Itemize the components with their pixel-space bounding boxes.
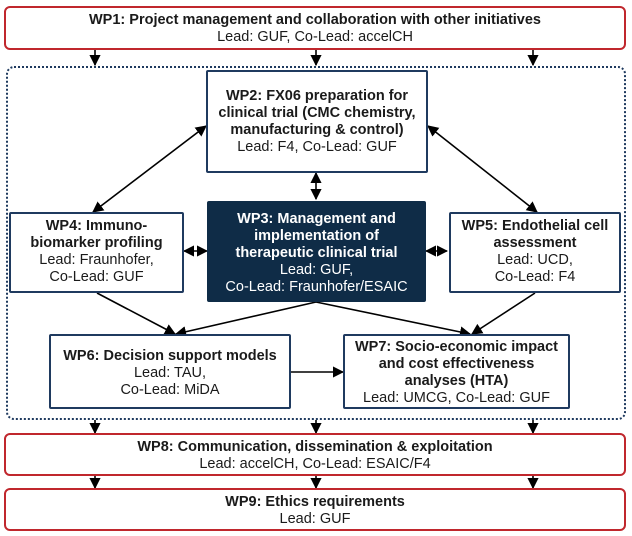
wp8-box: WP8: Communication, dissemination & expl…	[4, 433, 626, 476]
arrow-wp3-wp7	[315, 301, 472, 338]
wp6-box: WP6: Decision support models Lead: TAU, …	[49, 334, 291, 409]
core-work-packages-frame	[6, 66, 626, 420]
wp8-lead: Lead: accelCH, Co-Lead: ESAIC/F4	[199, 456, 431, 472]
wp2-title-line1: WP2: FX06 preparation for	[225, 88, 409, 104]
wp2-box: WP2: FX06 preparation for clinical trial…	[206, 70, 428, 173]
wp2-lead: Lead: F4, Co-Lead: GUF	[237, 139, 397, 155]
wp5-box: WP5: Endothelial cell assessment Lead: U…	[449, 212, 621, 293]
wp3-colead: Co-Lead: Fraunhofer/ESAIC	[225, 279, 408, 295]
wp7-title-line2: and cost effectiveness	[378, 356, 535, 372]
wp4-box: WP4: Immuno- biomarker profiling Lead: F…	[9, 212, 184, 293]
wp2-title-line2: clinical trial (CMC chemistry,	[218, 105, 416, 121]
wp4-lead: Lead: Fraunhofer,	[39, 252, 154, 268]
wp1-box: WP1: Project management and collaboratio…	[4, 6, 626, 50]
wp3-lead: Lead: GUF,	[279, 262, 354, 278]
wp7-lead: Lead: UMCG, Co-Lead: GUF	[363, 390, 550, 406]
wp3-title-line2: implementation of	[254, 228, 379, 244]
wp5-title-line2: assessment	[493, 235, 577, 251]
wp9-lead: Lead: GUF	[279, 511, 351, 527]
wp6-title: WP6: Decision support models	[63, 348, 277, 364]
wp7-title-line3: analyses (HTA)	[404, 373, 509, 389]
wp3-title-line1: WP3: Management and	[237, 211, 396, 227]
wp1-title: WP1: Project management and collaboratio…	[89, 12, 541, 28]
arrow-wp4-wp6	[96, 292, 176, 335]
arrow-wp2-wp4	[92, 125, 207, 213]
wp4-title-line2: biomarker profiling	[30, 235, 163, 251]
wp5-colead: Co-Lead: F4	[494, 269, 576, 285]
wp9-title: WP9: Ethics requirements	[225, 494, 405, 510]
wp6-lead: Lead: TAU,	[133, 365, 206, 381]
wp3-title-line3: therapeutic clinical trial	[235, 245, 398, 261]
arrow-wp2-wp5	[427, 125, 538, 213]
wp6-colead: Co-Lead: MiDA	[120, 382, 220, 398]
wp7-title-line1: WP7: Socio-economic impact	[354, 339, 559, 355]
wp5-title-line1: WP5: Endothelial cell	[461, 218, 609, 234]
wp9-box: WP9: Ethics requirements Lead: GUF	[4, 488, 626, 531]
wp2-title-line3: manufacturing & control)	[230, 122, 404, 138]
wp7-box: WP7: Socio-economic impact and cost effe…	[343, 334, 570, 409]
wp4-colead: Co-Lead: GUF	[49, 269, 144, 285]
arrow-wp3-wp6	[174, 301, 317, 338]
arrow-wp5-wp7	[471, 292, 536, 335]
wp8-title: WP8: Communication, dissemination & expl…	[137, 439, 493, 455]
wp4-title-line1: WP4: Immuno-	[45, 218, 148, 234]
wp5-lead: Lead: UCD,	[497, 252, 573, 268]
wp3-box: WP3: Management and implementation of th…	[207, 201, 426, 302]
wp1-lead: Lead: GUF, Co-Lead: accelCH	[217, 29, 413, 45]
